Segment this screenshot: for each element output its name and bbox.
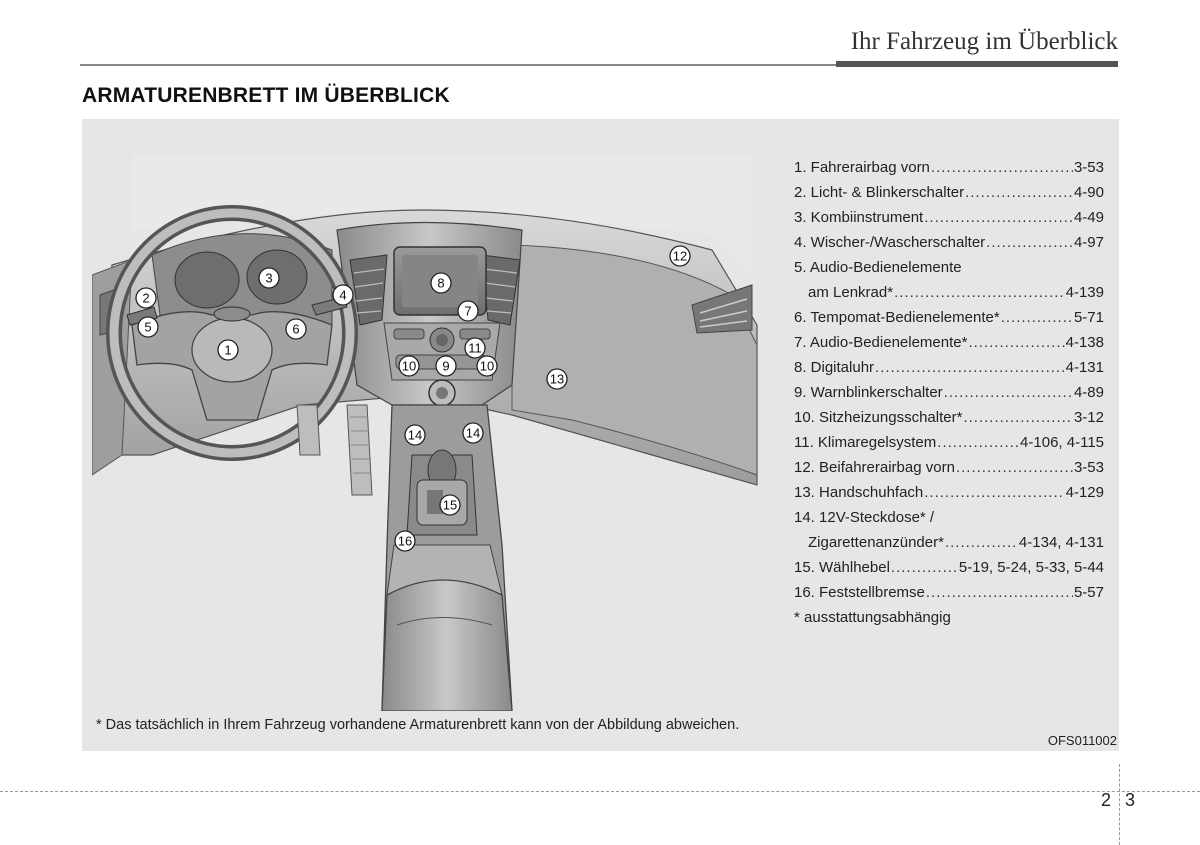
section-title: ARMATURENBRETT IM ÜBERBLICK bbox=[82, 84, 450, 107]
dashboard-illustration: 1 2 3 4 5 6 7 8 9 10 10 11 12 13 14 14 1… bbox=[92, 155, 758, 711]
legend-item: 10. Sitzheizungsschalter*3-12 bbox=[794, 405, 1104, 430]
figure-code: OFS011002 bbox=[1047, 733, 1117, 748]
legend-item-continued: Zigarettenanzünder* 4-134, 4-131 bbox=[794, 530, 1104, 555]
legend-item: 15. Wählhebel5-19, 5-24, 5-33, 5-44 bbox=[794, 555, 1104, 580]
svg-text:11: 11 bbox=[468, 341, 482, 356]
svg-text:16: 16 bbox=[398, 534, 412, 549]
callout-4: 4 bbox=[332, 284, 354, 306]
chapter-number: 2 bbox=[1101, 790, 1112, 810]
legend-item: 7. Audio-Bedienelemente*4-138 bbox=[794, 330, 1104, 355]
svg-text:5: 5 bbox=[144, 320, 151, 335]
callout-12: 12 bbox=[669, 245, 691, 267]
callout-10-right: 10 bbox=[476, 355, 498, 377]
figure-footnote: * Das tatsächlich in Ihrem Fahrzeug vorh… bbox=[96, 717, 740, 733]
legend-note: * ausstattungsabhängig bbox=[794, 609, 951, 626]
svg-text:10: 10 bbox=[402, 359, 416, 374]
legend-item: 4. Wischer-/Wascherschalter4-97 bbox=[794, 230, 1104, 255]
legend-item: 9. Warnblinkerschalter 4-89 bbox=[794, 380, 1104, 405]
legend-list: 1. Fahrerairbag vorn3-53 2. Licht- & Bli… bbox=[794, 155, 1104, 630]
legend-item: 6. Tempomat-Bedienelemente*5-71 bbox=[794, 305, 1104, 330]
svg-text:15: 15 bbox=[443, 498, 457, 513]
legend-item: 13. Handschuhfach 4-129 bbox=[794, 480, 1104, 505]
callout-9: 9 bbox=[435, 355, 457, 377]
svg-text:12: 12 bbox=[673, 249, 687, 264]
legend-item-continued: am Lenkrad*4-139 bbox=[794, 280, 1104, 305]
svg-text:13: 13 bbox=[550, 372, 564, 387]
callout-group: 1 2 3 4 5 6 7 8 9 10 10 11 12 13 14 14 1… bbox=[135, 245, 691, 552]
footer-dashed-rule bbox=[0, 791, 1200, 792]
svg-text:4: 4 bbox=[339, 288, 346, 303]
running-header-title: Ihr Fahrzeug im Überblick bbox=[850, 28, 1118, 55]
svg-text:3: 3 bbox=[265, 271, 272, 286]
legend-item: 16. Feststellbremse 5-57 bbox=[794, 580, 1104, 605]
figure-panel: 1 2 3 4 5 6 7 8 9 10 10 11 12 13 14 14 1… bbox=[82, 119, 1119, 751]
callout-6: 6 bbox=[285, 318, 307, 340]
legend-item: 12. Beifahrerairbag vorn3-53 bbox=[794, 455, 1104, 480]
legend-item: 1. Fahrerairbag vorn3-53 bbox=[794, 155, 1104, 180]
svg-text:1: 1 bbox=[224, 343, 231, 358]
callout-14-right: 14 bbox=[462, 422, 484, 444]
page-number: 3 bbox=[1125, 790, 1136, 810]
callout-11: 11 bbox=[464, 337, 486, 359]
header-rule-accent bbox=[836, 61, 1118, 67]
svg-text:8: 8 bbox=[437, 276, 444, 291]
callout-14-left: 14 bbox=[404, 424, 426, 446]
svg-text:7: 7 bbox=[464, 304, 471, 319]
legend-item: 14. 12V-Steckdose* / bbox=[794, 509, 935, 526]
svg-text:14: 14 bbox=[466, 426, 480, 441]
svg-text:2: 2 bbox=[142, 291, 149, 306]
callout-1: 1 bbox=[217, 339, 239, 361]
callout-7: 7 bbox=[457, 300, 479, 322]
svg-text:14: 14 bbox=[408, 428, 422, 443]
page-divider-dashed bbox=[1119, 764, 1120, 845]
callout-13: 13 bbox=[546, 368, 568, 390]
legend-item: 5. Audio-Bedienelemente bbox=[794, 259, 962, 276]
callout-5: 5 bbox=[137, 316, 159, 338]
svg-text:9: 9 bbox=[442, 359, 449, 374]
callout-3: 3 bbox=[258, 267, 280, 289]
header-rule bbox=[80, 64, 1118, 66]
callout-2: 2 bbox=[135, 287, 157, 309]
callout-15: 15 bbox=[439, 494, 461, 516]
svg-text:10: 10 bbox=[480, 359, 494, 374]
legend-item: 3. Kombiinstrument 4-49 bbox=[794, 205, 1104, 230]
legend-item: 8. Digitaluhr 4-131 bbox=[794, 355, 1104, 380]
legend-item: 11. Klimaregelsystem 4-106, 4-115 bbox=[794, 430, 1104, 455]
callout-8: 8 bbox=[430, 272, 452, 294]
callout-16: 16 bbox=[394, 530, 416, 552]
svg-text:6: 6 bbox=[292, 322, 299, 337]
legend-item: 2. Licht- & Blinkerschalter 4-90 bbox=[794, 180, 1104, 205]
callout-10-left: 10 bbox=[398, 355, 420, 377]
